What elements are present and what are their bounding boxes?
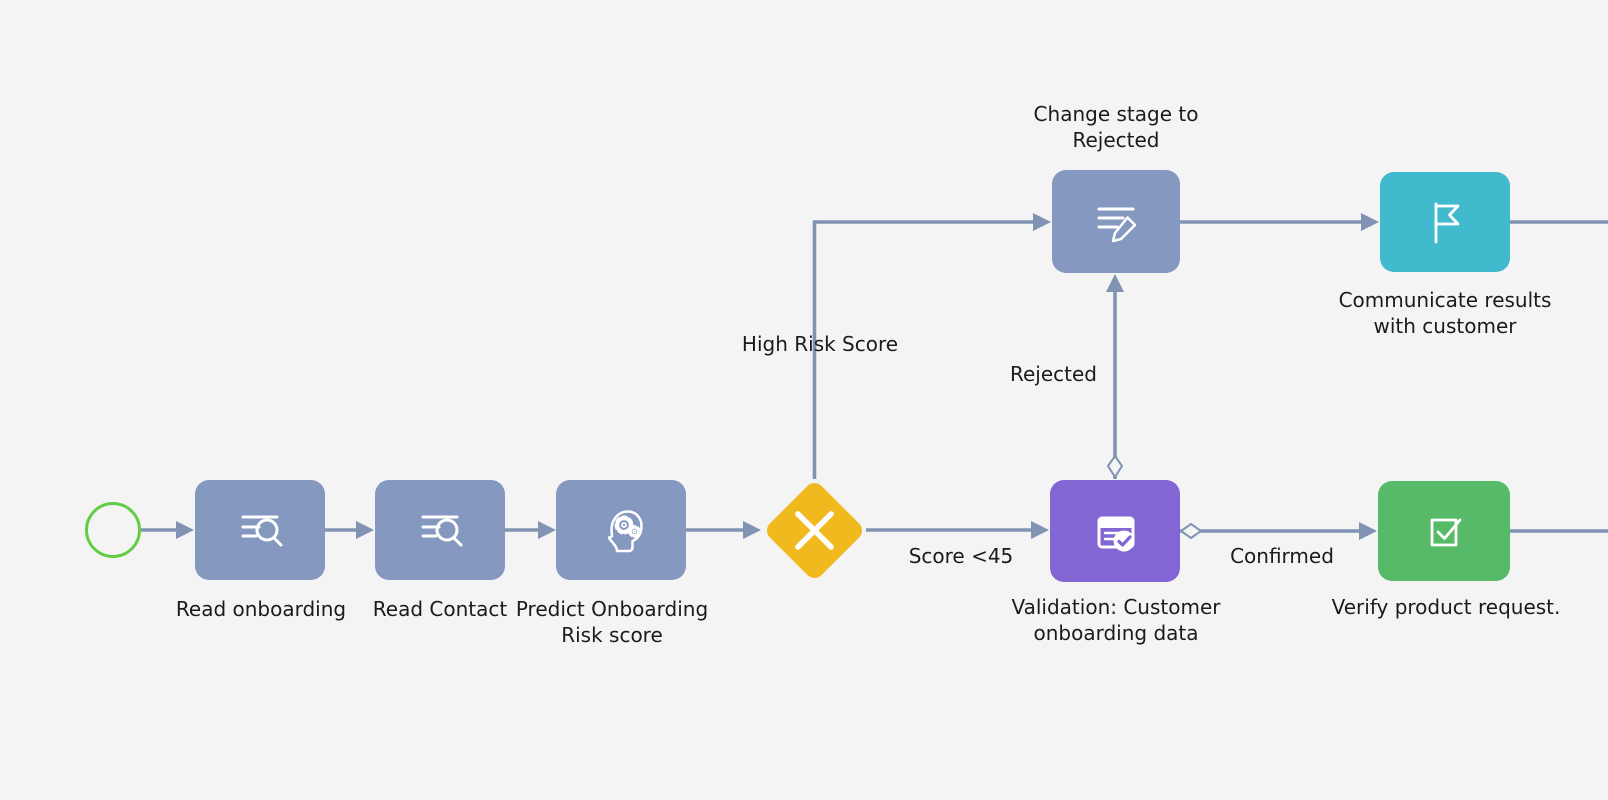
node-caption: Read Contact — [372, 597, 508, 621]
node-caption: Read onboarding — [175, 597, 347, 621]
read-data-icon — [241, 515, 283, 547]
flag-icon — [1434, 202, 1460, 244]
caption-line: with customer — [1373, 314, 1517, 338]
flow-confirmed[interactable] — [1179, 522, 1377, 540]
conditional-diamond-icon — [1179, 522, 1203, 540]
flow-predict-to-gateway[interactable] — [686, 521, 761, 539]
checkbox-icon — [1430, 518, 1462, 547]
modify-record-icon — [1097, 207, 1137, 242]
flow-start-to-read-onboarding[interactable] — [141, 521, 194, 539]
task-validation[interactable] — [1050, 480, 1180, 582]
flow-score-lt-45[interactable] — [866, 521, 1049, 539]
node-caption: Validation: Customer onboarding data — [976, 594, 1256, 646]
caption-line: Communicate results — [1338, 288, 1552, 312]
read-data-icon — [421, 515, 463, 547]
node-caption: Communicate results with customer — [1305, 287, 1585, 339]
caption-line: Risk score — [561, 623, 663, 647]
flow-label-high-risk-score[interactable]: High Risk Score — [741, 332, 899, 356]
task-read-onboarding[interactable] — [195, 480, 325, 580]
task-predict-risk[interactable] — [556, 480, 686, 580]
exclusive-gateway[interactable] — [762, 478, 867, 583]
flow-rejected[interactable] — [1106, 274, 1124, 479]
flow-label-score-lt-45[interactable]: Score <45 — [908, 544, 1014, 568]
node-caption: Change stage to Rejected — [976, 101, 1256, 153]
flow-change-stage-to-communicate[interactable] — [1180, 213, 1379, 231]
node-caption: Predict Onboarding Risk score — [492, 596, 732, 648]
caption-line: onboarding data — [1033, 621, 1199, 645]
flow-label-confirmed[interactable]: Confirmed — [1230, 544, 1334, 568]
flow-label-rejected[interactable]: Rejected — [1009, 362, 1097, 386]
approval-check-icon — [1097, 516, 1135, 552]
x-icon — [795, 511, 834, 550]
caption-line: Rejected — [1072, 128, 1160, 152]
task-verify-product[interactable] — [1378, 481, 1510, 581]
flow-read-onboarding-to-read-contact[interactable] — [325, 521, 374, 539]
conditional-diamond-icon — [1106, 454, 1124, 479]
flow-read-contact-to-predict[interactable] — [505, 521, 556, 539]
caption-line: Validation: Customer — [1011, 595, 1221, 619]
task-communicate-results[interactable] — [1380, 172, 1510, 272]
caption-line: Change stage to — [1033, 102, 1199, 126]
task-read-contact[interactable] — [375, 480, 505, 580]
task-change-stage[interactable] — [1052, 170, 1180, 273]
predict-brain-icon — [607, 510, 643, 553]
node-caption: Verify product request. — [1331, 595, 1561, 619]
start-event[interactable] — [85, 502, 141, 558]
flow-high-risk-score[interactable] — [812, 213, 1052, 479]
caption-line: Predict Onboarding — [515, 597, 709, 621]
